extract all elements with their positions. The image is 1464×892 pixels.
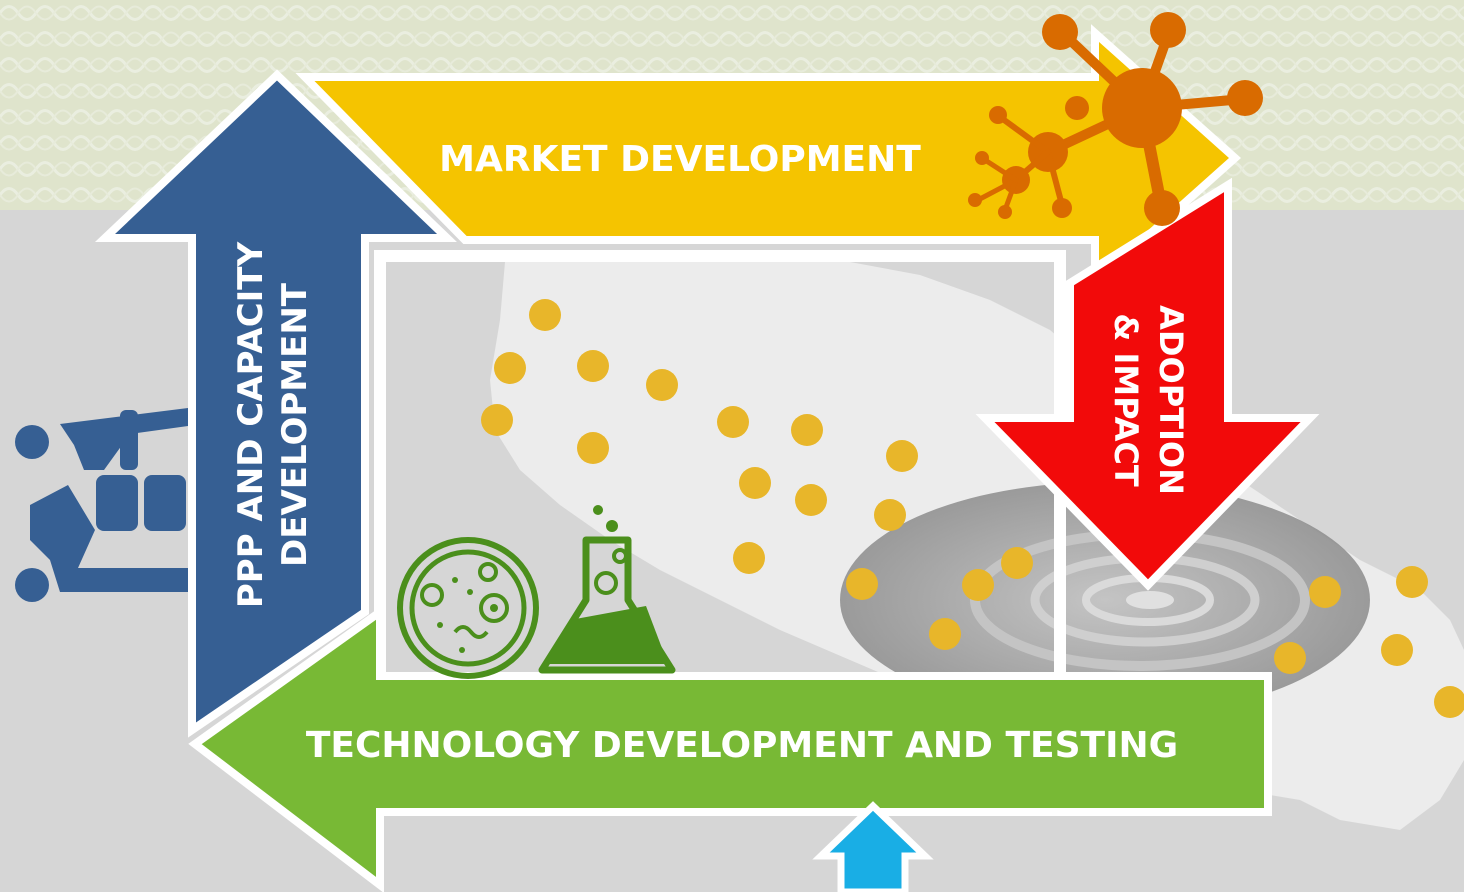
location-dot: [577, 350, 609, 382]
location-dots: [481, 299, 1464, 718]
location-dot: [1434, 686, 1464, 718]
location-dot: [874, 499, 906, 531]
technology-label: TECHNOLOGY DEVELOPMENT AND TESTING: [306, 725, 1178, 766]
location-dot: [717, 406, 749, 438]
ripple-icon: [840, 482, 1370, 718]
ppp-label-line2: DEVELOPMENT: [275, 282, 315, 567]
network-icon: [968, 12, 1263, 226]
location-dot: [646, 369, 678, 401]
input-arrow: [812, 801, 934, 892]
adoption-label-line2: & IMPACT: [1107, 313, 1145, 487]
location-dot: [791, 414, 823, 446]
location-dot: [846, 568, 878, 600]
location-dot: [1396, 566, 1428, 598]
location-dot: [1274, 642, 1306, 674]
location-dot: [962, 569, 994, 601]
flask-icon: [538, 505, 676, 674]
location-dot: [1309, 576, 1341, 608]
petri-dish-icon: [397, 537, 539, 679]
location-dot: [886, 440, 918, 472]
ppp-label-line1: PPP AND CAPACITY: [231, 242, 271, 609]
location-dot: [481, 404, 513, 436]
location-dot: [494, 352, 526, 384]
location-dot: [1001, 547, 1033, 579]
location-dot: [795, 484, 827, 516]
adoption-impact-arrow: [975, 177, 1320, 591]
location-dot: [529, 299, 561, 331]
market-label: MARKET DEVELOPMENT: [439, 139, 921, 180]
location-dot: [577, 432, 609, 464]
technology-development-arrow: [188, 604, 1272, 892]
location-dot: [739, 467, 771, 499]
location-dot: [1381, 634, 1413, 666]
handshake-icon: [15, 408, 188, 602]
location-dot: [929, 618, 961, 650]
ppp-capacity-arrow: [94, 69, 457, 738]
location-dot: [733, 542, 765, 574]
adoption-label-line1: ADOPTION: [1152, 305, 1190, 495]
